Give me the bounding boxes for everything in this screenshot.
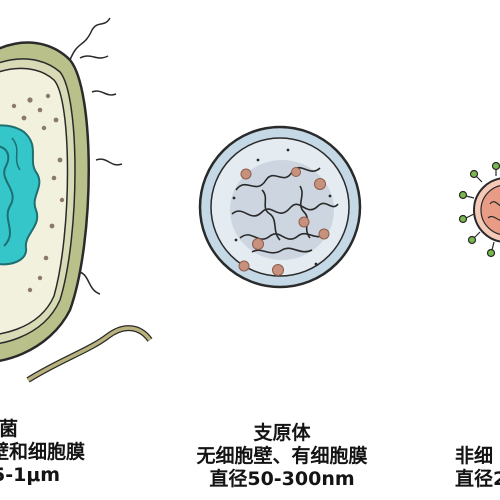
virus-spikes — [458, 161, 500, 258]
bacterium-flagellum-top2 — [79, 55, 109, 59]
mycoplasma-granules — [238, 167, 330, 276]
bacterium-name: 细菌 — [0, 418, 19, 440]
bacterium-structure: 壁和细胞膜 — [0, 441, 86, 463]
bacterium-flagellum-top — [69, 17, 111, 61]
mycoplasma-name: 支原体 — [253, 422, 311, 444]
bacterium-flagellum-right1 — [91, 90, 117, 96]
mycoplasma-dna — [231, 166, 339, 254]
virus-size: 直径2 — [455, 468, 500, 490]
bacterium-caption: 细菌 壁和细胞膜 5-1μm — [0, 418, 91, 487]
bacterium-flagellum-right2 — [95, 158, 123, 166]
bacterium-illustration — [0, 17, 153, 383]
mycoplasma-structure: 无细胞壁、有细胞膜 — [196, 445, 368, 467]
bacterium-size: 5-1μm — [0, 464, 61, 486]
mycoplasma-illustration — [198, 125, 362, 289]
mycoplasma-size: 直径50-300nm — [209, 468, 355, 490]
virus-illustration — [458, 161, 500, 258]
bacterium-flagellum-right3 — [79, 271, 101, 295]
virus-structure: 非细 — [455, 445, 494, 467]
bacterium-ribosomes — [11, 93, 65, 293]
virus-caption: 非细 直径2 — [455, 445, 500, 491]
mycoplasma-caption: 支原体 无细胞壁、有细胞膜 直径50-300nm — [182, 422, 382, 491]
